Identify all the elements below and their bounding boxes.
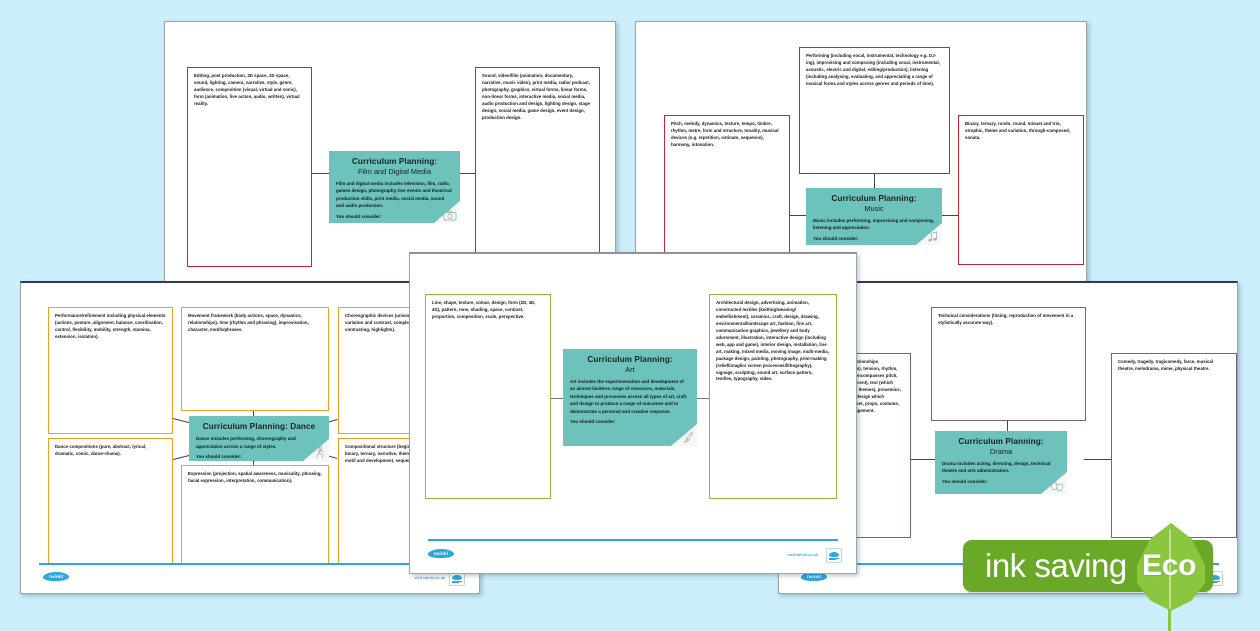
connector-line: [551, 398, 563, 399]
card-consider-label: You should consider:: [942, 478, 988, 484]
card-summary: Film and digital media includes televisi…: [336, 180, 452, 209]
page-art[interactable]: Line, shape, texture, colour, design, fo…: [409, 252, 857, 574]
card-consider-label: You should consider:: [570, 419, 616, 425]
card-title-line1: Curriculum Planning:: [831, 194, 917, 203]
eco-leaf-stem: [1168, 609, 1171, 631]
node-text: Performing (including vocal, instrumenta…: [806, 53, 940, 86]
node-text: Architectural design, advertising, anima…: [716, 300, 829, 382]
node-box: Performing (including vocal, instrumenta…: [799, 47, 950, 174]
footer-rule: [39, 563, 461, 565]
camera-icon: [443, 210, 457, 221]
card-summary: Music includes performing, improvising a…: [813, 217, 935, 231]
connector-line: [460, 173, 475, 174]
node-text: Sound, video/film (animation, documentar…: [482, 73, 591, 120]
card-consider-label: You should consider:: [196, 454, 242, 460]
card-consider-label: You should consider:: [336, 213, 382, 219]
connector-line: [911, 459, 935, 460]
connector-line: [697, 398, 709, 399]
node-box: Performance/refinement including physica…: [48, 307, 173, 434]
node-text: Dance compositions (pure, abstract, lyri…: [55, 444, 147, 456]
connector-line: [942, 215, 959, 216]
node-box: Sound, video/film (animation, documentar…: [475, 67, 600, 267]
node-text: Choreographic devices (unison, canon, re…: [345, 313, 450, 332]
connector-line: [790, 215, 807, 216]
page-music[interactable]: Pitch, melody, dynamics, texture, tempo,…: [635, 21, 1087, 284]
connector-line: [874, 174, 875, 188]
card-title-line1: Curriculum Planning:: [958, 437, 1044, 446]
node-box: Pitch, melody, dynamics, texture, tempo,…: [664, 115, 790, 265]
card-title-line1: Curriculum Planning:: [351, 157, 438, 166]
card-summary: Drama includes acting, directing, design…: [942, 460, 1051, 474]
node-text: Compositional structure (beginning, midd…: [345, 444, 457, 463]
page-footer: twinkl visit twinkl.co.uk: [410, 533, 856, 573]
paintbrush-icon: [684, 431, 694, 444]
centre-card-dance[interactable]: Curriculum Planning: Dance Dance include…: [189, 416, 329, 461]
node-box: Editing, post production, 3D space, 2D s…: [187, 67, 312, 267]
node-box: Movement framework (body actions, space,…: [181, 307, 329, 411]
node-box: Comedy, tragedy, tragicomedy, farce, mus…: [1111, 353, 1237, 538]
theatre-masks-icon: [1051, 482, 1063, 492]
card-title-line2: Film and Digital Media: [357, 167, 432, 176]
node-text: Binary, ternary, rondo, round, minuet an…: [965, 121, 1071, 140]
node-text: Pitch, melody, dynamics, texture, tempo,…: [671, 121, 779, 147]
twinkl-badge-icon: [826, 548, 842, 563]
footer-url[interactable]: visit twinkl.co.uk: [414, 576, 445, 580]
connector-line: [1084, 459, 1111, 460]
card-summary: Art includes the experimentation and dev…: [570, 378, 687, 414]
card-title-line2: Drama: [989, 447, 1013, 456]
card-title-line2: Art: [625, 365, 635, 374]
centre-card-art[interactable]: Curriculum Planning: Art Art includes th…: [563, 349, 697, 446]
node-text: Line, shape, texture, colour, design, fo…: [432, 300, 536, 319]
node-text: Comedy, tragedy, tragicomedy, farce, mus…: [1118, 359, 1214, 371]
node-box: Technical considerations (timing, reprod…: [931, 307, 1086, 421]
node-box: Binary, ternary, rondo, round, minuet an…: [958, 115, 1084, 265]
card-consider-label: You should consider:: [813, 235, 859, 241]
footer-rule: [427, 539, 839, 541]
node-text: Technical considerations (timing, reprod…: [938, 313, 1074, 325]
centre-card-music[interactable]: Curriculum Planning: Music Music include…: [806, 188, 942, 245]
node-text: Editing, post production, 3D space, 2D s…: [194, 73, 300, 106]
footer-url[interactable]: visit twinkl.co.uk: [787, 553, 818, 557]
centre-card-film[interactable]: Curriculum Planning: Film and Digital Me…: [329, 151, 460, 223]
card-corner-fold: [671, 424, 697, 446]
node-text: Movement framework (body actions, space,…: [188, 313, 309, 332]
card-summary: Dance includes performing, choreography …: [196, 436, 296, 449]
music-note-icon: [928, 231, 937, 242]
page-dance[interactable]: Performance/refinement including physica…: [20, 281, 480, 594]
connector-line: [1007, 421, 1008, 431]
centre-card-drama[interactable]: Curriculum Planning: Drama Drama include…: [935, 431, 1067, 494]
node-box: Line, shape, texture, colour, design, fo…: [425, 294, 551, 499]
node-text: Performance/refinement including physica…: [55, 313, 166, 339]
dancer-icon: [316, 446, 324, 459]
node-box: Dance compositions (pure, abstract, lyri…: [48, 438, 173, 565]
node-box: Architectural design, advertising, anima…: [709, 294, 837, 499]
node-box: Expression (projection, spatial awarenes…: [181, 465, 329, 565]
ink-saving-eco-badge: ink saving Eco: [963, 523, 1241, 631]
card-title-line2: Music: [864, 204, 884, 213]
card-title-line1: Curriculum Planning:: [587, 355, 673, 364]
twinkl-logo[interactable]: twinkl: [427, 549, 455, 558]
eco-label: ink saving: [985, 547, 1127, 584]
eco-word: Eco: [1142, 549, 1197, 582]
card-title-line1: Curriculum Planning: Dance: [202, 422, 316, 431]
twinkl-logo[interactable]: twinkl: [42, 572, 70, 581]
node-text: Expression (projection, spatial awarenes…: [188, 471, 322, 483]
connector-line: [312, 173, 329, 174]
connector-line: [172, 418, 191, 424]
eco-leaf-vein: [1169, 529, 1171, 609]
page-film-and-digital-media[interactable]: Editing, post production, 3D space, 2D s…: [164, 21, 616, 284]
